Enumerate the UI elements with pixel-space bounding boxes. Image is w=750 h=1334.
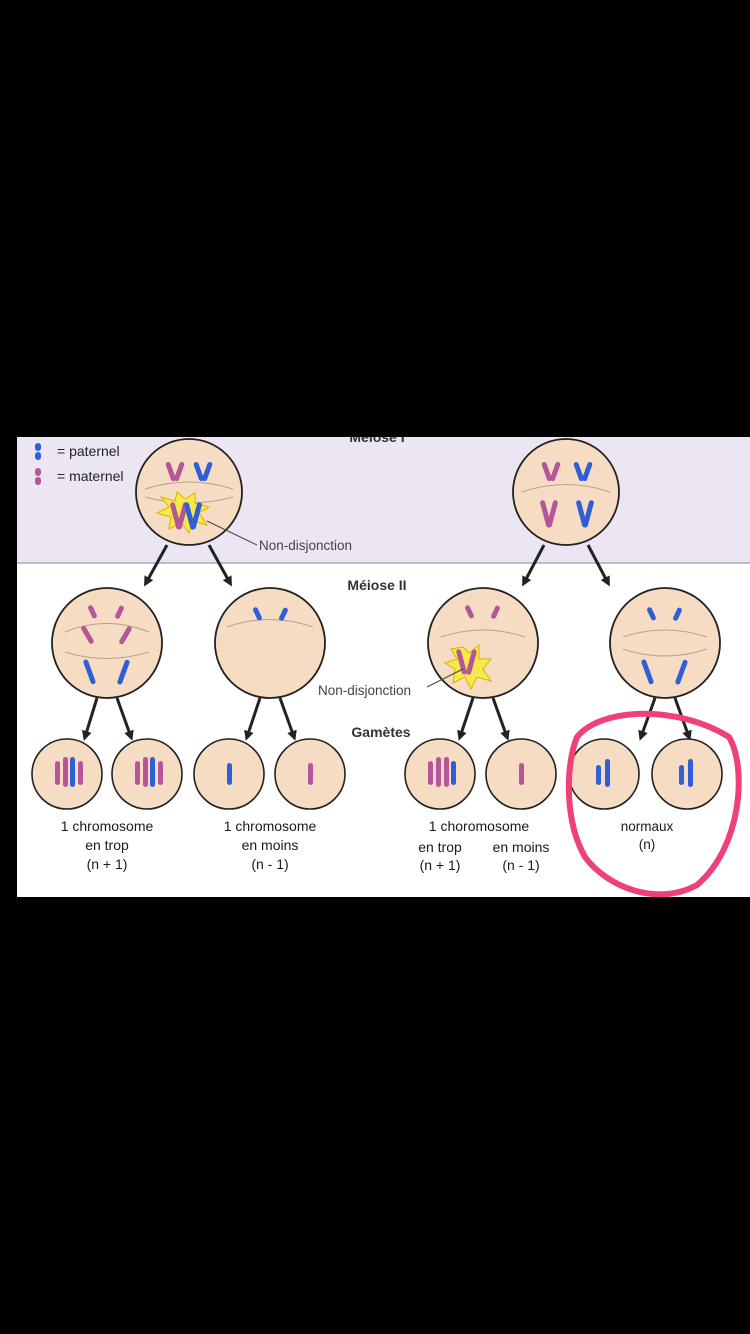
gamete-3 <box>193 738 265 810</box>
caption-right-header: 1 choromosome <box>428 818 530 834</box>
gamete-5 <box>404 738 476 810</box>
caption-left-missing-line3: (n - 1) <box>251 856 289 872</box>
meiosis-1-cell-right <box>512 438 620 546</box>
caption-right-extra-line3: (n + 1) <box>419 857 461 873</box>
legend-maternal-swatch <box>35 468 41 485</box>
caption-left-missing-line1: 1 chromosome <box>223 818 317 834</box>
gamete-7 <box>568 738 640 810</box>
nondisjunction-pointer-left <box>206 520 258 546</box>
meiosis-1-cell-left <box>135 438 243 546</box>
caption-normal-line2: (n) <box>638 837 656 852</box>
meiosis-2-cell-2 <box>214 587 326 699</box>
gamete-4 <box>274 738 346 810</box>
legend-paternal-swatch <box>35 443 41 460</box>
stage-gametes: Gamètes <box>351 724 411 740</box>
stage-meiosis-2: Méiose II <box>347 577 407 593</box>
gamete-2 <box>111 738 183 810</box>
meiosis-2-cell-4 <box>609 587 721 699</box>
arrows-meiosis-2 <box>81 697 692 741</box>
caption-left-missing-line2: en moins <box>241 837 299 853</box>
caption-left-extra-line3: (n + 1) <box>86 856 128 872</box>
gamete-1 <box>31 738 103 810</box>
caption-left-extra-line2: en trop <box>85 837 129 853</box>
nondisjunction-pointer-right <box>426 668 464 688</box>
caption-left-extra-line1: 1 chromosome <box>60 818 154 834</box>
diagram-canvas <box>17 437 750 897</box>
caption-right-missing-line3: (n - 1) <box>502 857 540 873</box>
stage-meiosis-1: Méiose I <box>349 437 405 445</box>
meiosis-2-cell-1 <box>51 587 163 699</box>
legend-paternal: = paternel <box>57 443 120 459</box>
gamete-8 <box>651 738 723 810</box>
meiosis-nondisjunction-diagram: = paternel = maternel Méiose I Méiose II… <box>17 437 750 897</box>
meiosis-2-cell-3 <box>427 587 539 699</box>
caption-normal-line1: normaux <box>620 819 674 834</box>
arrows-meiosis-1 <box>144 544 610 587</box>
legend-maternal: = maternel <box>57 468 124 484</box>
label-nondisjunction-right: Non-disjonction <box>318 683 412 698</box>
gamete-6 <box>485 738 557 810</box>
label-nondisjunction-left: Non-disjonction <box>259 538 353 553</box>
caption-right-missing-line2: en moins <box>492 839 550 855</box>
meiosis-1-band <box>17 437 750 563</box>
highlight-circle <box>565 710 742 897</box>
caption-right-extra-line2: en trop <box>418 839 462 855</box>
